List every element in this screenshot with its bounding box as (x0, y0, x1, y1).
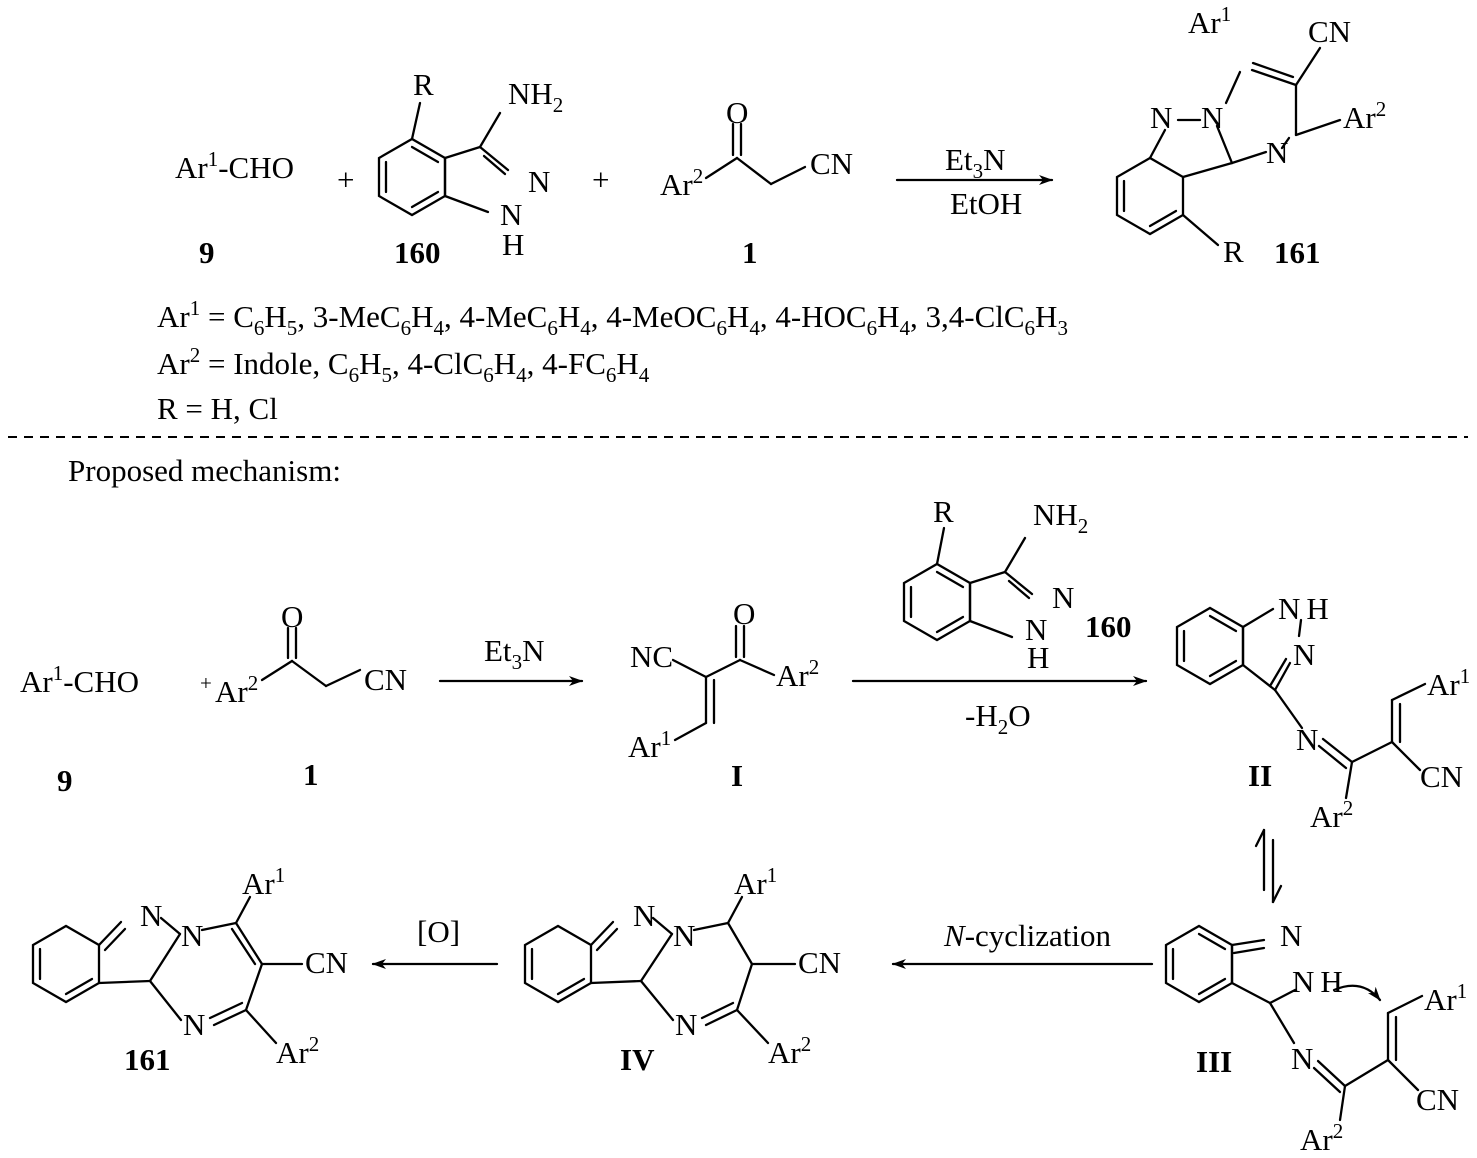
product-161: N N N Ar1 CN Ar2 R (1115, 2, 1386, 269)
aldehyde-9: Ar1-CHO (175, 147, 294, 185)
mech-aldehyde-9: Ar1-CHO (20, 661, 139, 699)
product-n-1: N (1150, 100, 1172, 135)
mech-iii-cn: CN (1416, 1082, 1459, 1117)
mech-iv-cn: CN (798, 945, 841, 980)
carbonyl-o: O (726, 95, 748, 130)
mech-i-ar2: Ar2 (776, 655, 819, 693)
nitrile-cn: CN (810, 146, 853, 181)
top-reaction: Ar1-CHO + R NH2 N N H + O Ar2 (175, 2, 1386, 270)
mech-product-161: N N N Ar1 CN Ar2 161 (31, 863, 348, 1077)
mech-160-r: R (933, 494, 954, 529)
pyrazole-nh: N (500, 197, 522, 232)
mech-iii-n: N (1280, 918, 1302, 953)
ar2-definition: Ar2 = Indole, C6H5, 4-ClC6H4, 4-FC6H4 (157, 343, 650, 387)
mech-ii-ar1: Ar1 (1427, 664, 1470, 702)
compound-label-160: 160 (394, 235, 441, 270)
mech-161-ar2: Ar2 (276, 1032, 319, 1070)
mech-step2-reagent: -H2O (965, 698, 1031, 739)
mech-160-nh2: NH2 (1033, 497, 1088, 538)
ar1-definition: Ar1 = C6H5, 3-MeC6H4, 4-MeC6H4, 4-MeOC6H… (157, 296, 1068, 340)
mech-iv-ar1: Ar1 (734, 863, 777, 901)
mech-label-161: 161 (124, 1042, 171, 1077)
product-n-2: N (1201, 100, 1223, 135)
electron-push-arrow (1332, 984, 1382, 1002)
compound-label-1: 1 (742, 235, 758, 270)
ketonitrile-1: O Ar2 CN (660, 95, 853, 202)
mech-label-iv: IV (620, 1042, 655, 1077)
mech-ii-n: N (1293, 637, 1315, 672)
product-ar1: Ar1 (1188, 2, 1231, 40)
substituent-definitions: Ar1 = C6H5, 3-MeC6H4, 4-MeC6H4, 4-MeOC6H… (157, 296, 1068, 426)
mech-label-ii: II (1248, 758, 1272, 793)
pyrazole-n: N (528, 164, 550, 199)
mech-161-n-1: N (140, 898, 162, 933)
r-definition: R = H, Cl (157, 391, 278, 426)
mech-i-ar1: Ar1 (628, 726, 671, 764)
mech-161-cn: CN (305, 945, 348, 980)
intermediate-iv: N N N Ar1 CN Ar2 IV (523, 863, 841, 1077)
mech-aryl-ar2: Ar2 (215, 671, 258, 709)
aminoindazole-160: R NH2 N N H (377, 67, 563, 262)
mech-label-i: I (731, 758, 743, 793)
compound-label-9: 9 (199, 235, 215, 270)
mech-step1-reagent: Et3N (484, 633, 544, 674)
mech-step3-reagent: N-cyclization (943, 918, 1111, 953)
mech-ii-cn: CN (1420, 759, 1463, 794)
mech-iv-n-3: N (675, 1007, 697, 1042)
plus-1: + (337, 162, 354, 197)
mech-iii-imine-n: N (1291, 1041, 1313, 1076)
mech-161-ar1: Ar1 (242, 863, 285, 901)
mech-160-h: H (1027, 640, 1049, 675)
mech-ii-imine-n: N (1296, 722, 1318, 757)
equilibrium-arrows (1254, 828, 1283, 904)
mech-i-nc: NC (630, 639, 673, 674)
mech-step4-reagent: [O] (417, 914, 460, 949)
mech-plus: + (200, 671, 212, 695)
mech-aminoindazole-160: R NH2 N N H 160 (902, 494, 1132, 675)
mechanism: Proposed mechanism: Ar1-CHO + O Ar2 CN 9… (20, 453, 1470, 1157)
mech-iii-ar1: Ar1 (1424, 979, 1467, 1017)
mech-ketonitrile-1: O Ar2 CN (215, 599, 407, 709)
product-ar2: Ar2 (1343, 97, 1386, 135)
mech-iii-ar2: Ar2 (1300, 1119, 1343, 1157)
mech-nitrile-cn: CN (364, 662, 407, 697)
amine-group: NH2 (508, 76, 563, 117)
mech-iv-ar2: Ar2 (768, 1032, 811, 1070)
mech-iv-n-1: N (633, 898, 655, 933)
mech-i-o: O (733, 596, 755, 631)
mech-160-n: N (1052, 580, 1074, 615)
mech-label-9: 9 (57, 763, 73, 798)
substituent-r: R (413, 67, 434, 102)
mech-label-160: 160 (1085, 609, 1132, 644)
mech-161-n-3: N (183, 1007, 205, 1042)
plus-2: + (592, 162, 609, 197)
compound-label-161: 161 (1274, 235, 1321, 270)
mech-label-iii: III (1196, 1044, 1232, 1079)
intermediate-i: O NC Ar2 Ar1 I (628, 596, 819, 793)
mech-label-1: 1 (303, 757, 319, 792)
condition-solvent: EtOH (950, 186, 1022, 221)
mech-iv-n-2: N (673, 918, 695, 953)
mechanism-heading: Proposed mechanism: (68, 453, 341, 488)
condition-base: Et3N (945, 142, 1005, 183)
product-r: R (1223, 234, 1244, 269)
product-n-3: N (1266, 135, 1288, 170)
product-cn: CN (1308, 14, 1351, 49)
mech-160-nh: N (1025, 612, 1047, 647)
mech-carbonyl-o: O (281, 599, 303, 634)
mech-161-n-2: N (181, 918, 203, 953)
pyrazole-h: H (502, 227, 524, 262)
aryl-ar2: Ar2 (660, 164, 703, 202)
mech-ii-ar2: Ar2 (1310, 796, 1353, 834)
